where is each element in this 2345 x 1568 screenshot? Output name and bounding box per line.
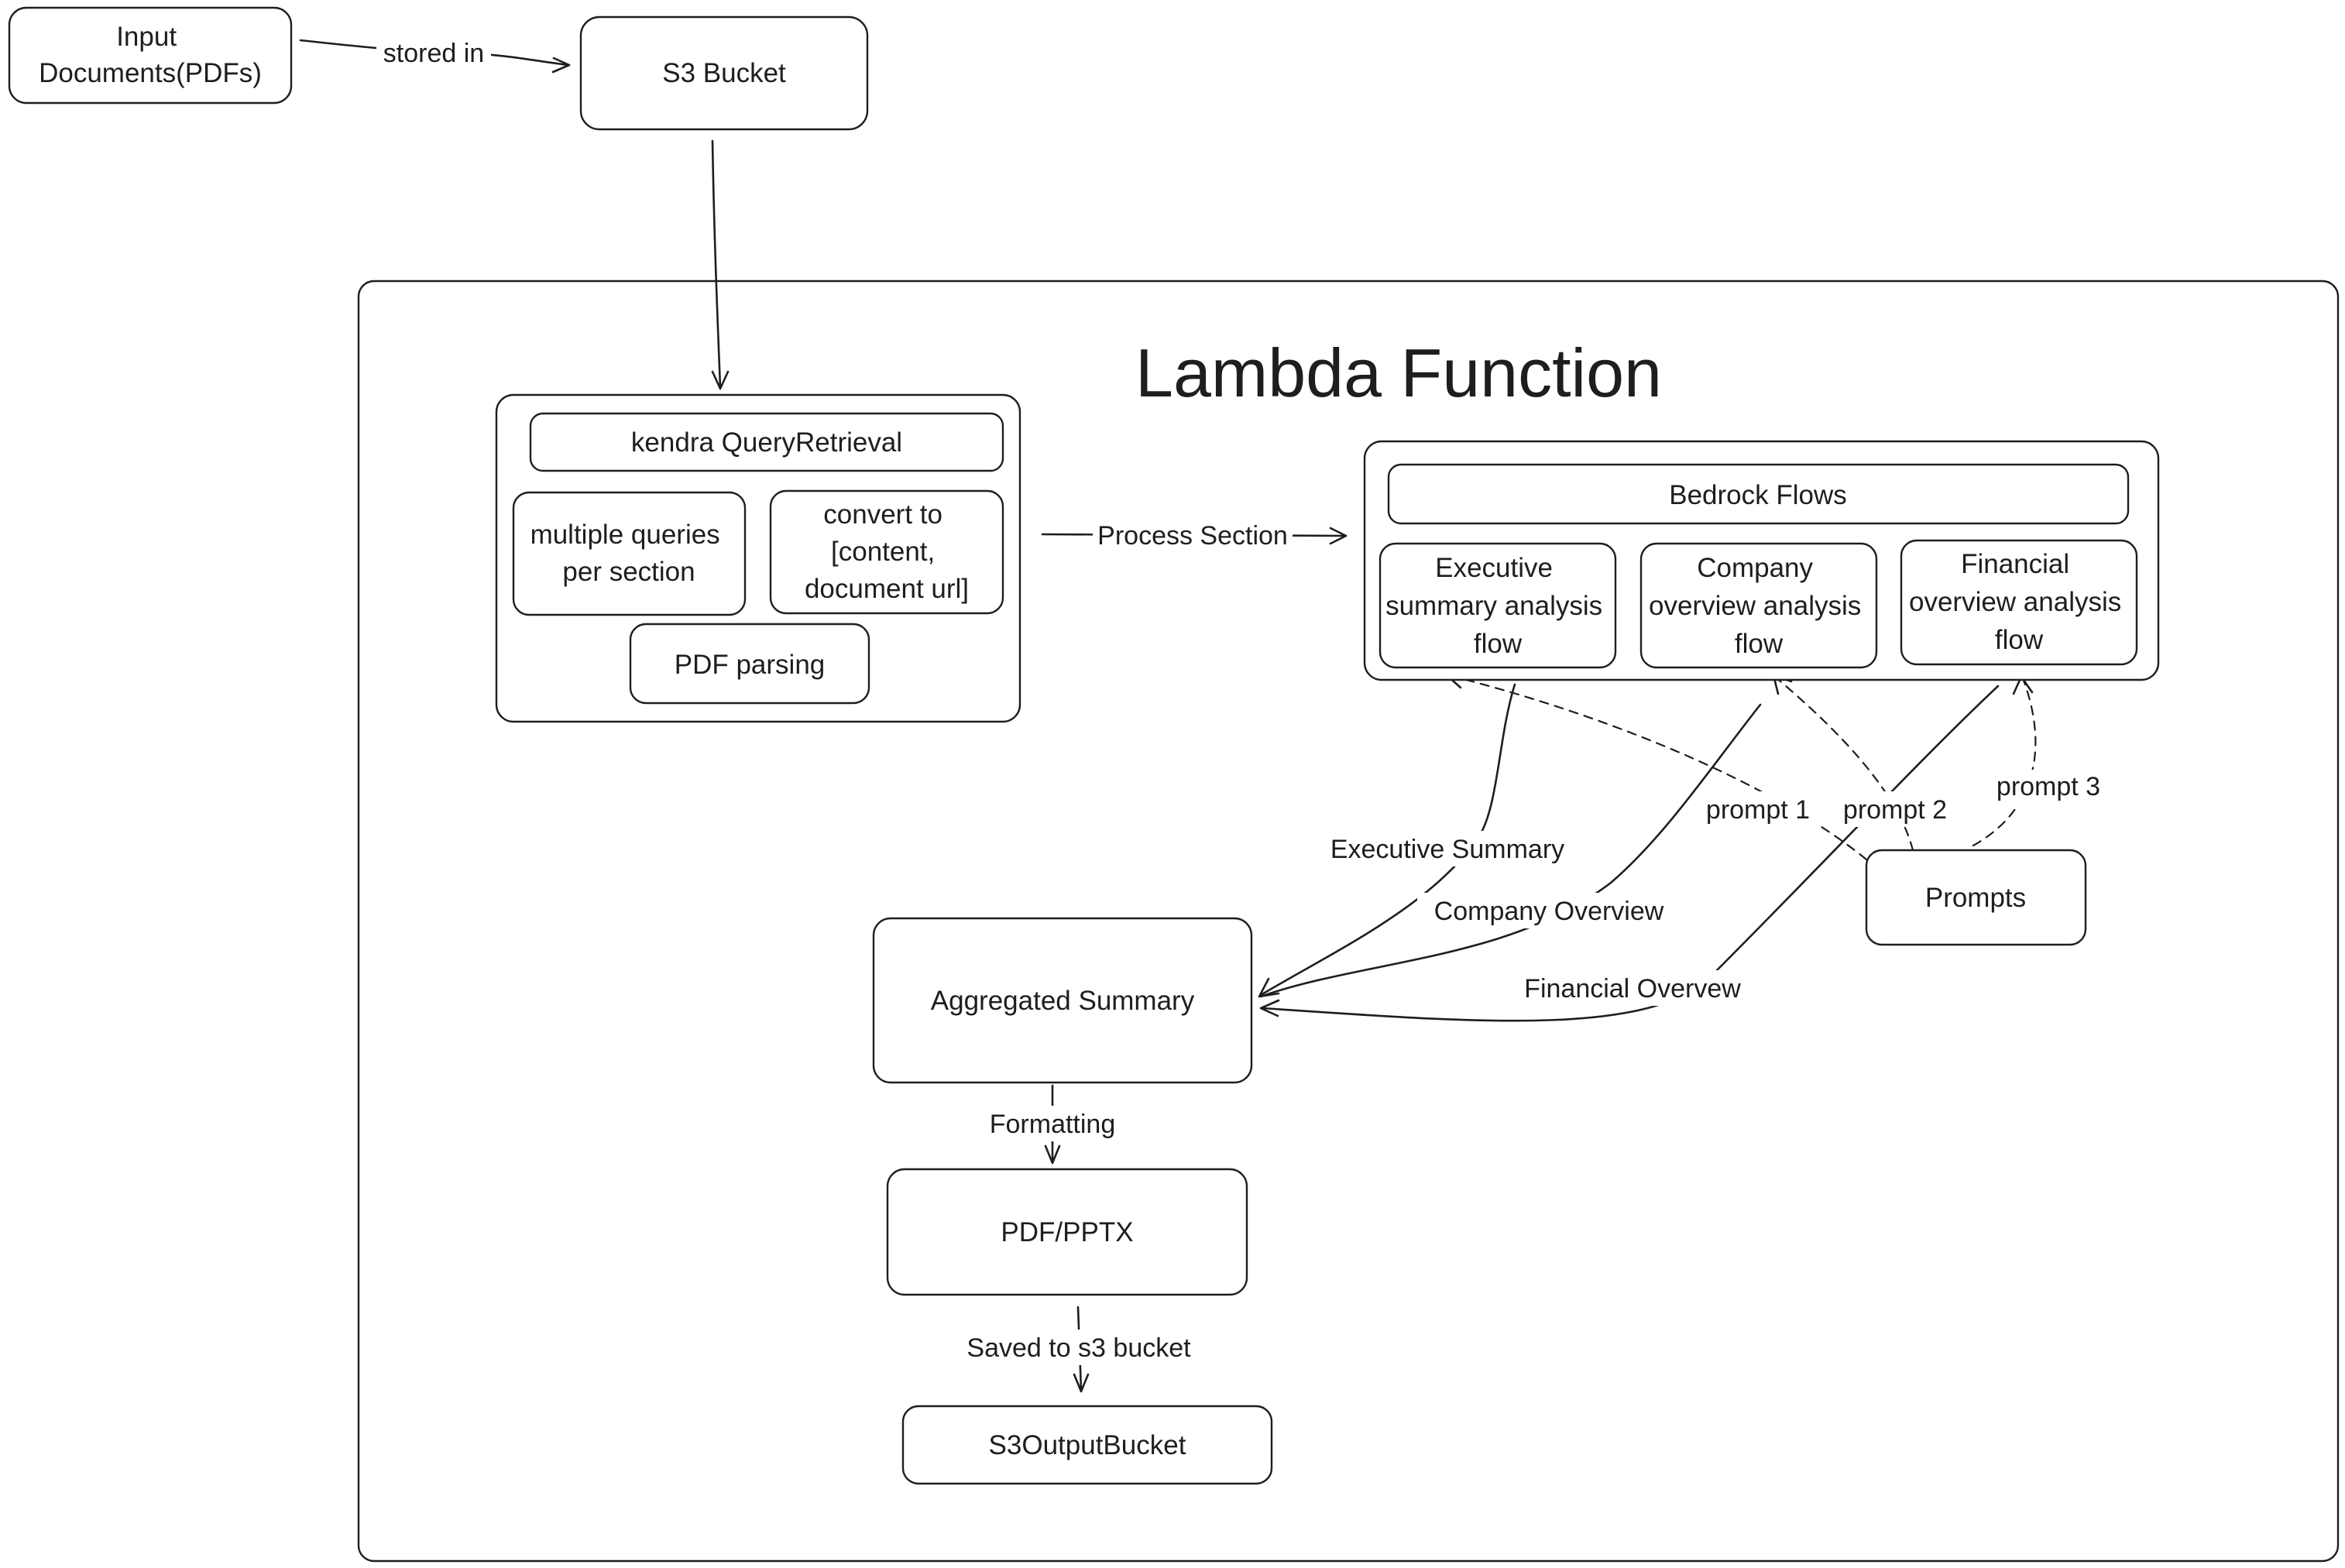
executive-flow-line-1: Executive bbox=[1435, 553, 1553, 583]
edge-s3-to-kendra bbox=[711, 139, 730, 390]
edge-label-prompt-2: prompt 2 bbox=[1843, 795, 1947, 825]
lambda-function-container: Lambda Function bbox=[357, 280, 2340, 1563]
svg-text:Financial overview ana: Financial overview analysis flow bbox=[1909, 549, 2129, 655]
multiple-queries-node: multiple queries per section bbox=[512, 491, 747, 616]
edge-label-company-overview: Company Overview bbox=[1434, 897, 1664, 926]
edge-label-formatting: Formatting bbox=[990, 1110, 1116, 1139]
executive-summary-flow-node: Executive summary analysis flow bbox=[1379, 542, 1617, 669]
bedrock-flows-group: Bedrock Flows Executive summary analysis… bbox=[1363, 440, 2160, 681]
s3-output-bucket-label: S3OutputBucket bbox=[989, 1430, 1186, 1460]
edge-label-stored-in: stored in bbox=[383, 39, 484, 68]
kendra-retrieval-group: kendra QueryRetrieval multiple queries p… bbox=[495, 393, 1021, 723]
input-documents-line-2: Documents(PDFs) bbox=[39, 58, 262, 88]
lambda-function-title: Lambda Function bbox=[1135, 335, 1662, 411]
edge-label-executive-summary: Executive Summary bbox=[1330, 835, 1564, 864]
edge-prompt-1: prompt 1 bbox=[1445, 671, 1868, 861]
pdf-pptx-label: PDF/PPTX bbox=[1001, 1217, 1133, 1247]
edge-label-prompt-1: prompt 1 bbox=[1706, 795, 1810, 825]
edge-saved-to-s3: Saved to s3 bucket bbox=[954, 1306, 1203, 1393]
bedrock-flows-label: Bedrock Flows bbox=[1669, 480, 1847, 510]
financial-flow-line-1: Financial bbox=[1961, 549, 2069, 579]
convert-content-line-2: [content, bbox=[831, 537, 935, 567]
edge-executive-summary: Executive Summary bbox=[1258, 683, 1576, 998]
prompts-label: Prompts bbox=[1925, 883, 2026, 913]
input-documents-line-1: Input bbox=[116, 22, 177, 52]
aggregated-summary-label: Aggregated Summary bbox=[931, 986, 1195, 1016]
edge-financial-overview: Financial Overvew bbox=[1259, 684, 2000, 1022]
edge-label-saved-to-s3: Saved to s3 bucket bbox=[966, 1333, 1191, 1363]
pdf-pptx-node: PDF/PPTX bbox=[886, 1168, 1248, 1296]
svg-text:multiple queries per s: multiple queries per section bbox=[530, 520, 728, 587]
convert-content-line-1: convert to bbox=[823, 499, 942, 530]
edge-stored-in: stored in bbox=[299, 36, 571, 74]
s3-output-bucket-node: S3OutputBucket bbox=[901, 1405, 1273, 1485]
prompts-node: Prompts bbox=[1865, 849, 2087, 946]
svg-text:convert to [content,: convert to [content, document url] bbox=[805, 499, 969, 604]
edge-label-financial-overview: Financial Overvew bbox=[1524, 974, 1741, 1004]
svg-text:Executive summary anal: Executive summary analysis flow bbox=[1385, 553, 1610, 659]
edge-company-overview: Company Overview bbox=[1259, 703, 1762, 998]
input-documents-node: Input Documents(PDFs) bbox=[8, 6, 293, 105]
financial-flow-line-2: overview analysis bbox=[1909, 587, 2121, 617]
edge-label-prompt-3: prompt 3 bbox=[1997, 772, 2100, 801]
aggregated-summary-node: Aggregated Summary bbox=[872, 917, 1253, 1084]
svg-text:Company overview analy: Company overview analysis flow bbox=[1649, 553, 1869, 659]
kendra-query-retrieval-label: kendra QueryRetrieval bbox=[631, 427, 902, 458]
s3-bucket-label: S3 Bucket bbox=[662, 58, 786, 88]
edge-label-process-section: Process Section bbox=[1097, 521, 1288, 551]
multiple-queries-line-2: per section bbox=[562, 557, 695, 587]
financial-flow-line-3: flow bbox=[1995, 625, 2044, 655]
multiple-queries-line-1: multiple queries bbox=[530, 520, 720, 550]
edge-formatting: Formatting bbox=[977, 1084, 1128, 1165]
pdf-parsing-node: PDF parsing bbox=[629, 623, 870, 705]
svg-text:Input Documents(PDFs): Input Documents(PDFs) bbox=[39, 22, 262, 88]
s3-bucket-node: S3 Bucket bbox=[579, 15, 869, 131]
bedrock-flows-header-node: Bedrock Flows bbox=[1387, 463, 2130, 525]
company-flow-line-3: flow bbox=[1735, 629, 1784, 659]
edge-process-section: Process Section bbox=[1041, 517, 1348, 553]
company-flow-line-1: Company bbox=[1697, 553, 1813, 583]
convert-content-node: convert to [content, document url] bbox=[769, 489, 1004, 615]
company-overview-flow-node: Company overview analysis flow bbox=[1639, 542, 1878, 669]
executive-flow-line-3: flow bbox=[1474, 629, 1523, 659]
edge-prompt-3: prompt 3 bbox=[1972, 675, 2111, 847]
convert-content-line-3: document url] bbox=[805, 574, 969, 604]
edge-prompt-2: prompt 2 bbox=[1772, 674, 1959, 852]
company-flow-line-2: overview analysis bbox=[1649, 591, 1861, 621]
kendra-query-retrieval-node: kendra QueryRetrieval bbox=[529, 412, 1004, 472]
executive-flow-line-2: summary analysis bbox=[1385, 591, 1602, 621]
pdf-parsing-label: PDF parsing bbox=[675, 650, 826, 680]
financial-overview-flow-node: Financial overview analysis flow bbox=[1900, 539, 2138, 666]
